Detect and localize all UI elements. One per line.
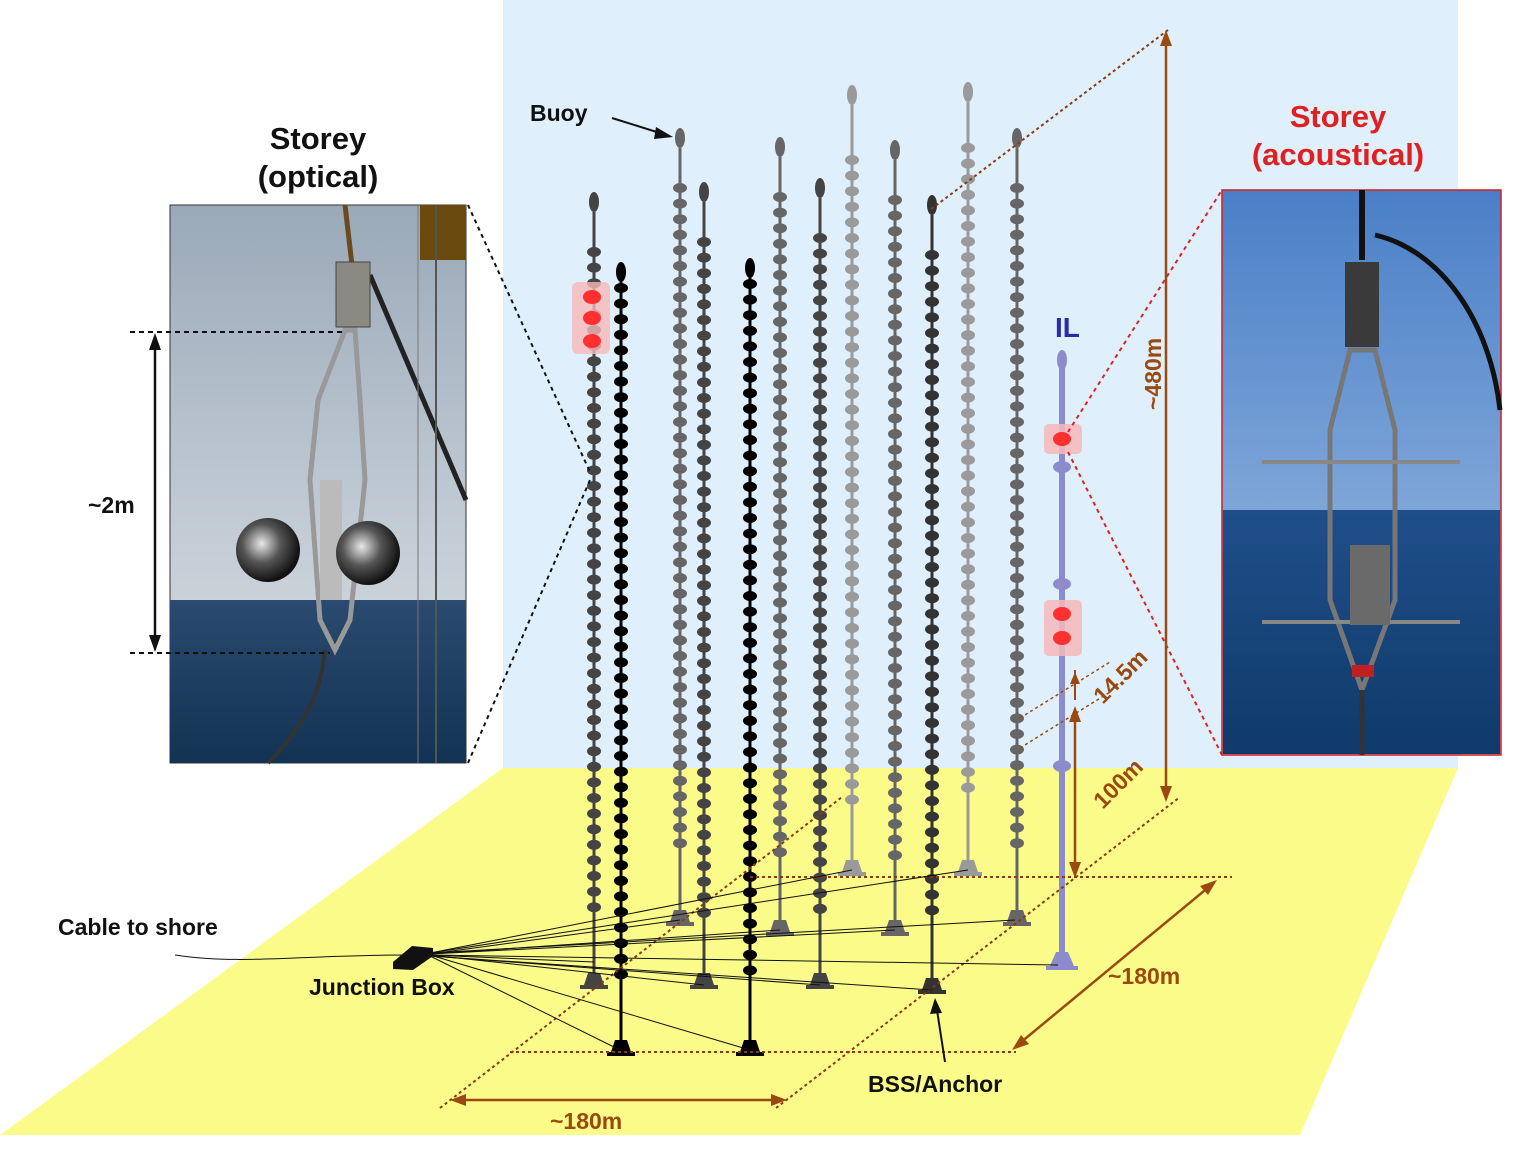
optical-storey-photo: [169, 204, 469, 765]
interlink-cables: [174, 869, 1059, 1051]
optical-title-line-2: (optical): [257, 159, 379, 194]
instrumentation-line: [1044, 350, 1082, 970]
detector-line-7: [580, 192, 608, 989]
buoy-label: Buoy: [530, 100, 588, 126]
acoustic-storeys-line: [572, 282, 610, 354]
detector-line-12: [736, 258, 764, 1056]
detector-line-8: [690, 182, 718, 989]
annotation-arrows: [611, 117, 946, 1063]
detector-lines: [572, 82, 1082, 1056]
junction-box: [393, 946, 433, 970]
width-dimensions: [450, 880, 1217, 1106]
detector-line-2: [954, 82, 982, 876]
footprint-grid: [439, 29, 1232, 1109]
detector-line-3: [666, 128, 694, 926]
optical-storey-title: Storey (optical): [218, 120, 418, 196]
zoom-lines: [467, 189, 1223, 764]
detector-line-9: [806, 178, 834, 989]
detector-line-4: [766, 137, 794, 936]
detector-line-5: [881, 140, 909, 936]
optical-title-line-1: Storey: [269, 121, 367, 156]
storey-spacing-dimension: [1019, 661, 1111, 878]
line-height-dimension: [1160, 30, 1172, 802]
width-right-label: ~180m: [1108, 963, 1181, 989]
il-line-label: IL: [1055, 312, 1080, 343]
anchor-label: BSS/Anchor: [868, 1071, 1003, 1097]
cable-to-shore-label: Cable to shore: [58, 914, 218, 940]
acoustical-storey-photo: [1221, 189, 1503, 756]
junction-box-label: Junction Box: [309, 974, 455, 1000]
acoustical-storey-title: Storey (acoustical): [1218, 98, 1458, 174]
storey-height-dimension: [130, 331, 345, 654]
width-bottom-label: ~180m: [550, 1108, 623, 1134]
acoustical-title-line-1: Storey: [1289, 99, 1387, 134]
detector-line-6: [1003, 128, 1031, 926]
detector-line-10: [918, 195, 946, 994]
detector-line-1: [838, 85, 866, 876]
acoustical-title-line-2: (acoustical): [1251, 137, 1425, 172]
storey-height-label: ~2m: [88, 492, 135, 518]
line-height-label: ~480m: [1140, 337, 1166, 410]
seabed-plane: [0, 768, 1458, 1135]
